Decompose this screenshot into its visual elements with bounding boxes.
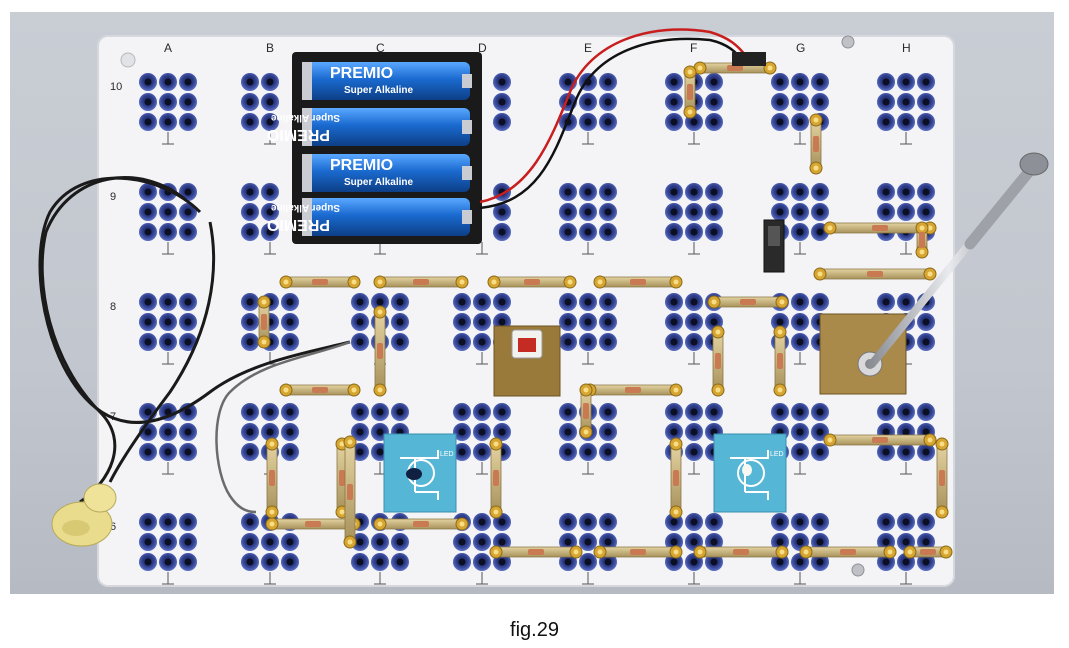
connector-strip: [593, 275, 683, 289]
connector-strip: [373, 517, 469, 531]
corner-screw: [120, 52, 136, 68]
connector-strip: [583, 383, 683, 397]
battery-brand: PREMIO: [267, 126, 330, 143]
socket-cluster: [559, 293, 617, 365]
column-label: B: [266, 41, 274, 55]
battery-type: Super Alkaline: [344, 85, 414, 96]
grey-wire: [215, 340, 351, 514]
socket-cluster: [241, 73, 279, 145]
column-label: D: [478, 41, 487, 55]
corner-screw: [851, 563, 865, 577]
row-label: 10: [110, 81, 122, 93]
connector-strip: [487, 275, 577, 289]
column-label: E: [584, 41, 592, 55]
socket-cluster: [493, 73, 511, 131]
row-label: 8: [110, 301, 116, 313]
connector-strip: [813, 267, 937, 281]
variable-capacitor-module: [493, 325, 561, 397]
socket-grid: [139, 73, 935, 585]
wire-connector: [732, 52, 766, 66]
telescopic-antenna: [868, 152, 1049, 368]
figure-caption: fig.29: [510, 619, 559, 641]
connector-strip: [711, 325, 725, 397]
socket-cluster: [559, 73, 617, 145]
connector-strip: [279, 383, 361, 397]
socket-cluster: [559, 183, 617, 255]
column-label: A: [164, 41, 172, 55]
row-label: 6: [110, 521, 116, 533]
connector-strip: [579, 383, 593, 439]
connector-strip: [593, 545, 683, 559]
socket-cluster: [139, 73, 197, 145]
connector-strip: [799, 545, 897, 559]
battery-brand: PREMIO: [267, 216, 330, 233]
battery-type: Super Alkaline: [270, 112, 340, 123]
antenna-module: [819, 313, 907, 395]
connector-strip: [279, 275, 361, 289]
socket-cluster: [665, 183, 723, 255]
socket-cluster: [771, 513, 829, 585]
column-labels: A B C D E F G H: [164, 41, 911, 55]
row-label: 9: [110, 191, 116, 203]
connector-strip: [935, 437, 949, 519]
connector-strip: [773, 325, 787, 397]
connector-strip: [809, 113, 823, 175]
connector-strip: [683, 65, 697, 119]
connector-strip: [489, 545, 583, 559]
column-label: F: [690, 41, 697, 55]
connector-strip: [265, 437, 279, 519]
led-module-label: LED: [440, 451, 454, 458]
socket-cluster: [139, 293, 197, 365]
connector-strip: [373, 275, 469, 289]
socket-cluster: [665, 513, 723, 585]
socket-cluster: [559, 513, 617, 585]
connector-strips: [257, 61, 953, 559]
socket-cluster: [139, 513, 197, 585]
battery-cell: PREMIO Super Alkaline: [302, 154, 472, 192]
corner-screw: [841, 35, 855, 49]
connector-strip: [823, 433, 937, 447]
column-label: C: [376, 41, 385, 55]
connector-strip: [707, 295, 789, 309]
socket-cluster: [877, 73, 935, 145]
earphone: [51, 483, 117, 547]
slide-switch: [763, 219, 785, 273]
battery-type: Super Alkaline: [270, 202, 340, 213]
battery-brand: PREMIO: [330, 157, 393, 174]
connector-strip: [903, 545, 953, 559]
socket-cluster: [241, 183, 279, 255]
led-module-label: LED: [770, 451, 784, 458]
battery-cell: PREMIO Super Alkaline: [267, 198, 472, 236]
connector-strip: [823, 221, 937, 235]
socket-cluster: [241, 403, 299, 475]
connector-strip: [373, 305, 387, 397]
column-label: G: [796, 41, 805, 55]
battery-cell: PREMIO Super Alkaline: [267, 108, 472, 146]
led-module-right: LED: [713, 433, 787, 513]
battery-cell: PREMIO Super Alkaline: [302, 62, 472, 100]
connector-strip: [693, 545, 789, 559]
battery-wires: [479, 28, 766, 210]
battery-type: Super Alkaline: [344, 177, 414, 188]
socket-cluster: [139, 183, 197, 255]
battery-brand: PREMIO: [330, 65, 393, 82]
antenna-wire-loop: [38, 176, 351, 504]
column-label: H: [902, 41, 911, 55]
connector-strip: [257, 295, 271, 349]
connector-strip: [489, 437, 503, 519]
led-module-left: LED: [383, 433, 457, 513]
connector-strip: [343, 435, 357, 549]
connector-strip: [669, 437, 683, 519]
socket-cluster: [453, 403, 511, 475]
connector-strip: [915, 221, 929, 259]
